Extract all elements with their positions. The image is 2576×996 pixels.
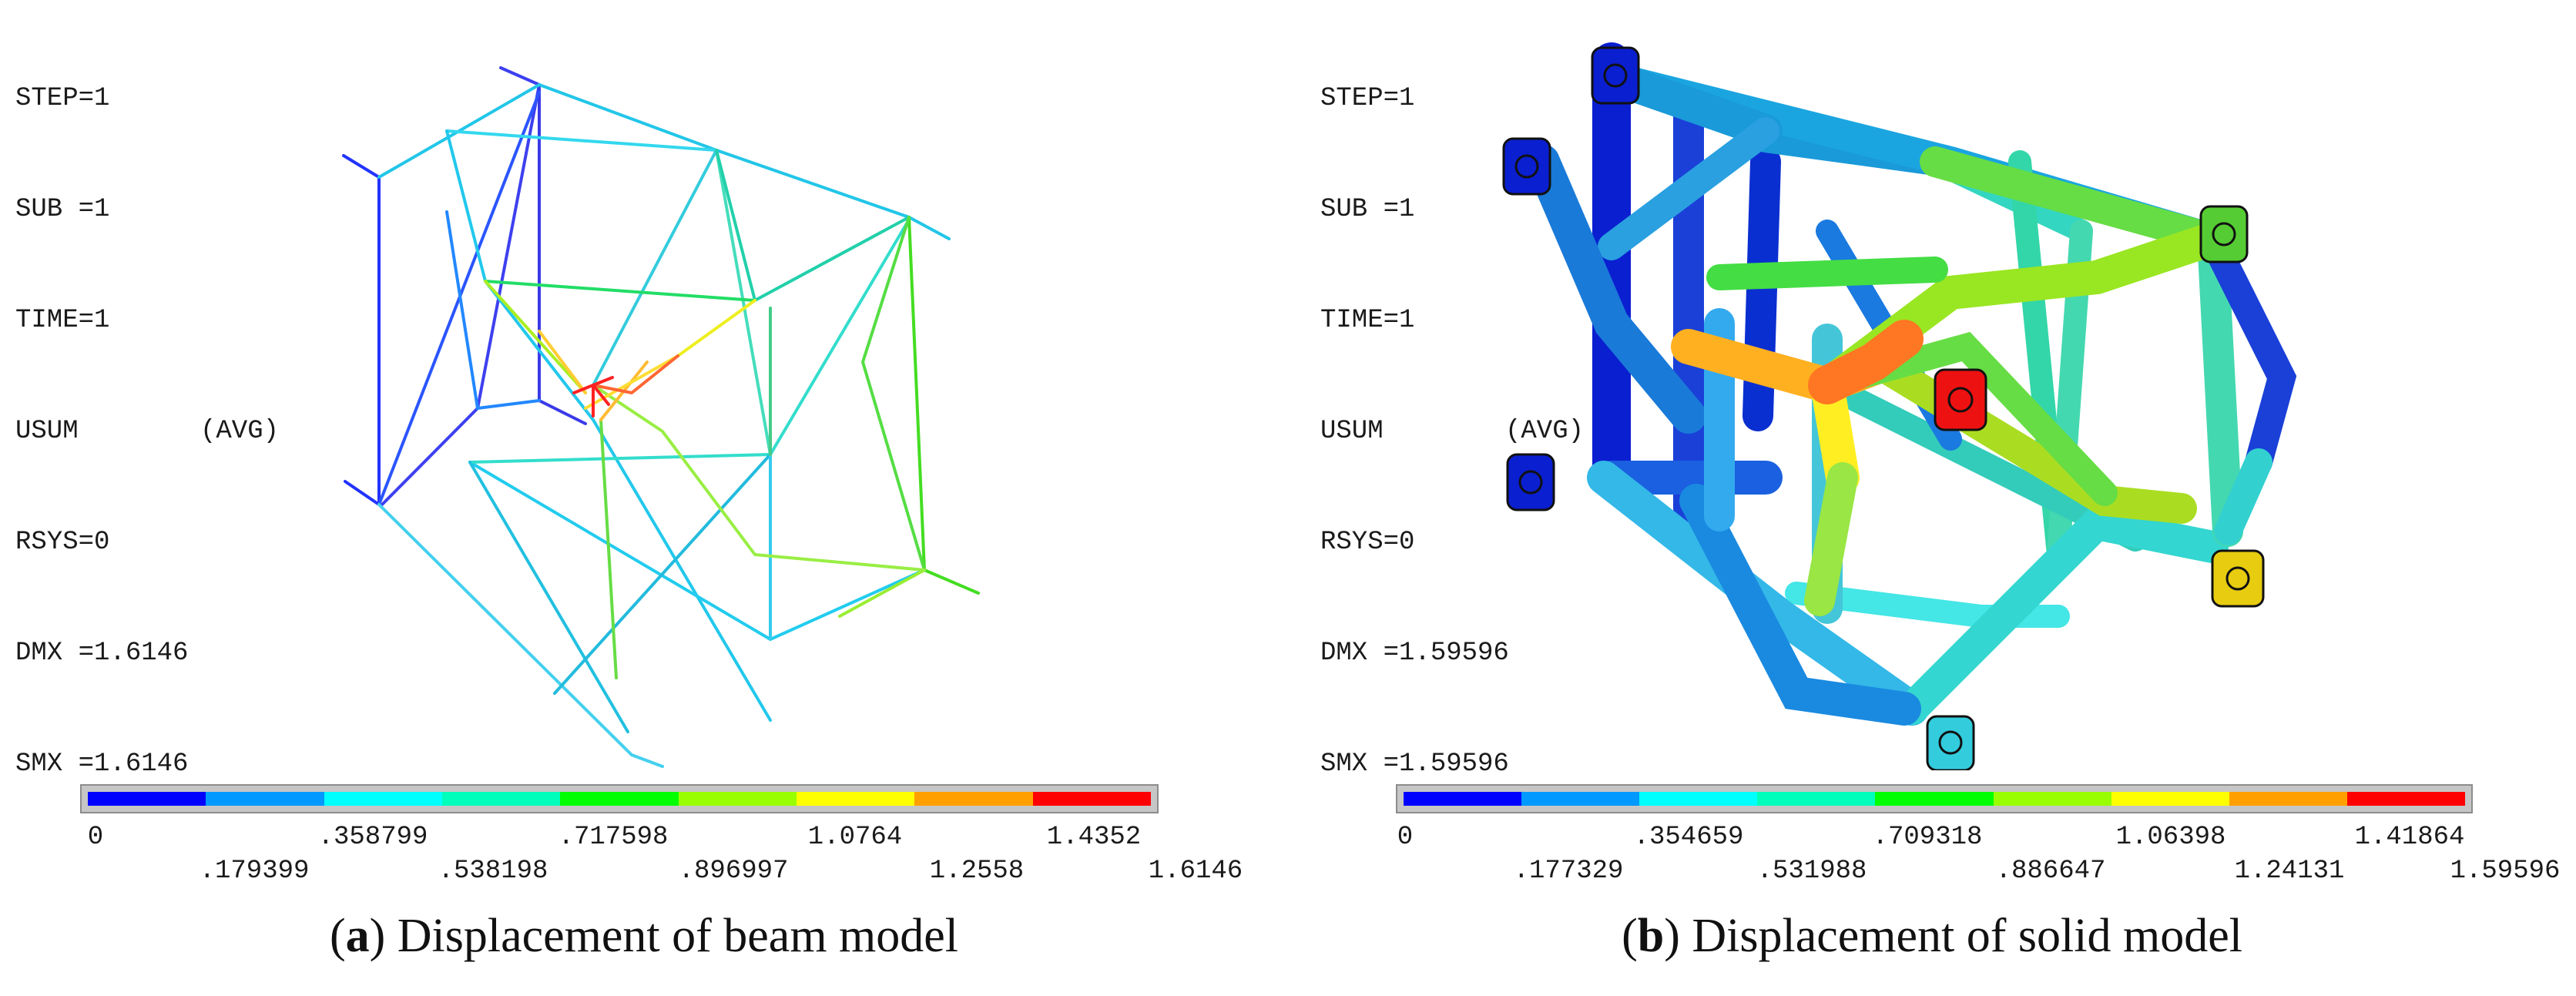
caption-text: Displacement of beam model: [397, 910, 959, 962]
caption-text: Displacement of solid model: [1692, 910, 2242, 962]
legend-tick-label: 1.2558: [929, 857, 1025, 886]
info-step: STEP=1: [1320, 84, 1415, 113]
legend-color-8: [914, 792, 1033, 806]
result-info-block: STEP=1 SUB =1 TIME=1 USUM (AVG) RSYS=0 DM…: [1320, 6, 1584, 857]
info-dmx: DMX =1.6146: [15, 639, 189, 668]
caption-solid-model: (b) Displacement of solid model: [1622, 910, 2242, 962]
lug-connector: [1502, 137, 1551, 196]
solid-truss: [1524, 42, 2297, 726]
legend-tick-label: .538198: [438, 857, 548, 886]
legend-color-7: [796, 792, 915, 806]
legend-tick-label: .179399: [199, 857, 310, 886]
info-step: STEP=1: [15, 84, 110, 113]
info-sub: SUB =1: [15, 195, 110, 224]
info-time: TIME=1: [15, 306, 110, 335]
legend-colorbar: [80, 784, 1159, 813]
beam-wireframe: [342, 66, 980, 768]
legend-color-7: [2111, 792, 2229, 806]
info-time: TIME=1: [1320, 306, 1415, 335]
info-avg: (AVG): [1505, 417, 1585, 446]
info-avg: (AVG): [200, 417, 280, 446]
legend-color-6: [678, 792, 797, 806]
lug-connector: [2211, 549, 2265, 608]
lug-connector: [1934, 368, 1987, 431]
result-info-block: STEP=1 SUB =1 TIME=1 USUM (AVG) RSYS=0 DM…: [15, 6, 279, 857]
lug-connector: [2199, 205, 2249, 263]
legend-tick-label: .717598: [558, 823, 669, 852]
info-smx: SMX =1.6146: [15, 750, 189, 779]
solid-model-plot: [1502, 42, 2297, 770]
legend-color-2: [206, 792, 324, 806]
legend-color-8: [2229, 792, 2347, 806]
info-smx: SMX =1.59596: [1320, 750, 1509, 779]
legend-tick-label: .358799: [317, 823, 428, 852]
info-usum-line: USUM (AVG): [15, 413, 279, 450]
panel-beam-model: STEP=1 SUB =1 TIME=1 USUM (AVG) RSYS=0 DM…: [15, 6, 1243, 962]
lug-connector: [1506, 453, 1555, 511]
legend-color-4: [1757, 792, 1876, 806]
info-dmx: DMX =1.59596: [1320, 639, 1509, 668]
legend-colorbar: [1396, 784, 2473, 813]
legend-tick-label: 1.06398: [2115, 823, 2226, 852]
legend-color-4: [441, 792, 561, 806]
legend-tick-label: 1.0764: [807, 823, 903, 852]
info-rsys: RSYS=0: [1320, 528, 1415, 557]
legend-color-5: [1875, 792, 1994, 806]
legend-color-6: [1993, 792, 2111, 806]
info-usum: USUM: [15, 417, 79, 446]
legend-tick-label: 0: [87, 823, 104, 852]
legend-tick-label: 1.24131: [2234, 857, 2345, 886]
info-sub: SUB =1: [1320, 195, 1415, 224]
legend-tick-label: 1.59596: [2450, 857, 2561, 886]
caption-beam-model: (a) Displacement of beam model: [329, 910, 959, 962]
legend-tick-label: .354659: [1633, 823, 1744, 852]
lug-connector: [1926, 715, 1975, 770]
panel-solid-model: STEP=1 SUB =1 TIME=1 USUM (AVG) RSYS=0 DM…: [1288, 0, 2576, 996]
info-rsys: RSYS=0: [15, 528, 110, 557]
legend-color-9: [1032, 792, 1151, 806]
legend-tick-label: .709318: [1872, 823, 1983, 852]
caption-letter: b: [1637, 910, 1665, 962]
beam-model-plot: [342, 66, 980, 768]
legend-colorbar-segments: [1404, 792, 2465, 806]
legend-color-3: [324, 792, 442, 806]
info-usum: USUM: [1320, 417, 1384, 446]
legend-tick-label: .886647: [1995, 857, 2106, 886]
legend-color-2: [1521, 792, 1640, 806]
legend-color-1: [88, 792, 206, 806]
lug-connectors: [1502, 46, 2265, 770]
legend-color-1: [1404, 792, 1522, 806]
info-usum-line: USUM (AVG): [1320, 413, 1584, 450]
legend-color-3: [1639, 792, 1758, 806]
legend-tick-label: .531988: [1756, 857, 1867, 886]
legend-color-5: [560, 792, 679, 806]
legend-tick-label: 1.4352: [1046, 823, 1142, 852]
legend-tick-label: .177329: [1513, 857, 1624, 886]
legend-color-9: [2346, 792, 2465, 806]
caption-letter: a: [345, 910, 370, 962]
lug-connector: [1591, 46, 1640, 105]
legend-tick-label: 0: [1397, 823, 1414, 852]
legend-colorbar-segments: [88, 792, 1151, 806]
legend-tick-label: .896997: [678, 857, 789, 886]
legend-tick-label: 1.6146: [1148, 857, 1243, 886]
legend-tick-label: 1.41864: [2354, 823, 2465, 852]
